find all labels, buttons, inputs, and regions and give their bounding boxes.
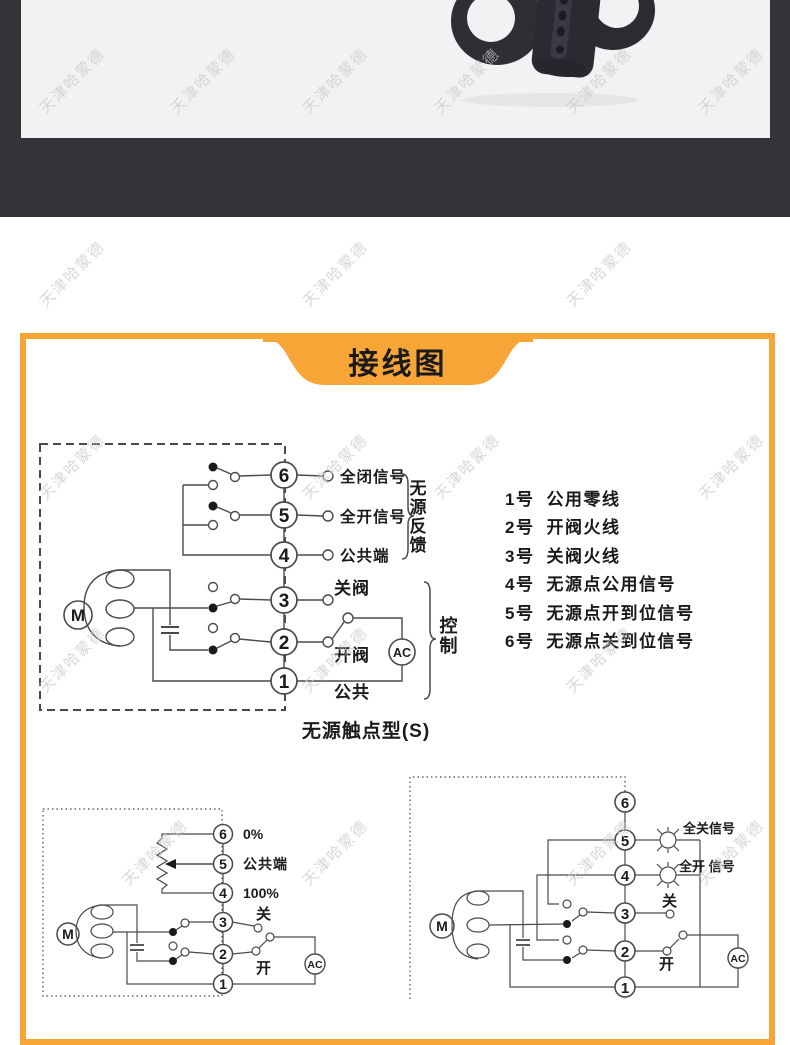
note-row: 4号无源点公用信号 [505,574,676,594]
lamp-terminal-6: 6 [621,795,629,812]
feedback-brace [401,473,415,560]
label-full-close-signal: 全闭信号 [339,467,406,486]
banner-tab-shape [262,337,533,385]
note-desc: 公用零线 [546,489,620,509]
label-common-terminal-mod: 公共端 [243,856,288,872]
feedback-group-label: 无源反馈 [409,479,427,555]
lamp-terminal-5: 5 [621,833,629,850]
mod-terminal-4: 4 [219,885,227,901]
ac-label-main: AC [393,646,411,660]
main-diagram-texts: 6 5 4 3 2 1 全闭信号 全开信号 公共端 关阀 开阀 公共 AC M … [71,466,430,742]
note-num: 5号 [505,604,534,623]
label-close-valve: 关阀 [334,578,370,598]
actuator-part-image [451,0,655,107]
motor-label-lamp: M [436,918,448,934]
label-close-lamp: 关 [662,892,677,910]
note-num: 6号 [505,632,534,651]
modulating-terminal-column [212,823,234,995]
modulating-diagram [42,808,326,997]
lamp-terminal-2: 2 [621,944,629,961]
mod-terminal-6: 6 [219,826,227,842]
control-group-label: 控制 [439,616,458,656]
watermark: 天津哈蒙德 [36,238,109,311]
lamp-terminal-3: 3 [621,906,629,923]
mod-terminal-2: 2 [219,946,227,962]
motor-label-main: M [71,606,85,625]
motor-label-modulating: M [62,926,74,942]
wiper-arrow [165,859,176,869]
note-num: 1号 [505,490,534,509]
main-terminal-4: 4 [279,546,290,567]
label-full-close-lamp: 全关信号 [682,821,735,836]
label-full-open-lamp: 全开 信号 [678,859,735,874]
lamp-enclosure-dotted-border [409,776,626,999]
note-num: 4号 [505,575,534,594]
mod-terminal-3: 3 [219,914,227,930]
motor-winding-arc [83,569,121,647]
ac-label-modulating: AC [307,959,323,971]
note-num: 2号 [505,518,534,537]
terminal-notes-list: 1号公用零线 2号开阀火线 3号关阀火线 4号无源点公用信号 5号无源点开到位信… [505,489,694,651]
main-terminal-6: 6 [279,466,290,487]
lamp-terminal-1: 1 [621,980,629,997]
watermark: 天津哈蒙德 [299,238,372,311]
ac-label-lamp: AC [730,953,746,965]
note-row: 1号公用零线 [505,489,620,509]
label-open-lamp: 开 [659,956,674,973]
banner-title: 接线图 [348,348,447,381]
left-ring [451,0,544,65]
note-row: 5号无源点开到位信号 [505,603,694,623]
lamp-terminal-column [614,791,636,998]
note-desc: 无源点公用信号 [545,574,676,594]
note-row: 2号开阀火线 [505,517,620,537]
note-num: 3号 [505,547,534,566]
title-banner: 接线图 [262,337,533,385]
lamp-rays-open [656,862,680,888]
dark-band [0,0,790,217]
modulating-enclosure-dotted-border [42,808,223,997]
mod-terminal-1: 1 [219,976,227,992]
label-full-open-signal: 全开信号 [339,507,406,526]
potentiometer [155,833,214,894]
lamp-rays-close [656,827,680,853]
label-open-mod: 开 [256,960,271,977]
motor-circle-modulating [56,922,80,946]
modulating-diagram-texts: 6 5 4 3 2 1 0% 公共端 100% 关 开 AC M [62,826,323,992]
product-body [531,0,602,78]
note-row: 3号关阀火线 [505,546,620,566]
main-terminal-2: 2 [279,633,290,654]
lamp-diagram-texts: 6 5 4 3 2 1 全关信号 全开 信号 关 开 AC M [436,795,746,997]
label-common-terminal: 公共端 [340,546,390,565]
control-brace [423,581,437,700]
label-100-percent: 100% [243,885,279,901]
motor-circle-main [63,600,93,630]
note-row: 6号无源点关到位信号 [505,631,694,651]
note-desc: 无源点开到位信号 [545,603,694,623]
note-desc: 开阀火线 [546,517,620,537]
main-diagram-caption: 无源触点型(S) [302,719,430,742]
label-close-mod: 关 [256,905,271,923]
motor-circle-lamp [429,913,455,939]
main-terminal-3: 3 [279,591,290,612]
wiring-diagram-box: 接线图 [20,333,775,1045]
banner-top-bar [262,337,533,342]
label-open-valve: 开阀 [334,645,370,665]
note-desc: 关阀火线 [546,546,620,566]
product-photo-area [21,0,770,138]
lamp-terminal-4: 4 [621,868,630,885]
main-terminal-1: 1 [279,672,290,693]
main-terminal-5: 5 [279,506,290,527]
label-common: 公共 [334,683,370,702]
main-terminal-column [270,461,298,695]
main-enclosure-dashed-border [39,443,286,711]
main-diagram [39,443,437,711]
note-desc: 无源点关到位信号 [545,631,694,651]
mod-terminal-5: 5 [219,856,227,872]
wiring-diagrams-svg: 6 5 4 3 2 1 全闭信号 全开信号 公共端 关阀 开阀 公共 AC M … [39,443,749,999]
product-shadow [462,93,638,107]
label-0-percent: 0% [243,826,264,842]
lamp-diagram [409,776,749,999]
watermark: 天津哈蒙德 [563,238,636,311]
